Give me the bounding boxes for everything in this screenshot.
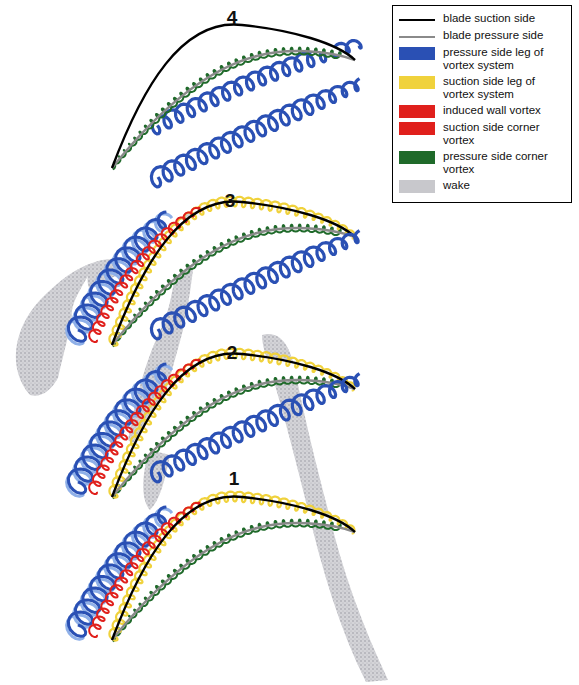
blade-group bbox=[67, 374, 360, 642]
legend-text: induced wall vortex bbox=[443, 104, 541, 117]
legend-swatch bbox=[399, 180, 435, 193]
legend-text: suction side leg of vortex system bbox=[443, 75, 567, 101]
callout-number: 1 bbox=[229, 469, 240, 488]
legend-row: blade pressure side bbox=[399, 29, 567, 43]
legend-swatch bbox=[399, 105, 435, 118]
legend-line-sample bbox=[399, 36, 435, 38]
callout-number: 4 bbox=[227, 8, 238, 27]
blade-group bbox=[67, 231, 360, 499]
legend-swatch bbox=[399, 151, 435, 164]
legend-swatch bbox=[399, 76, 435, 89]
legend-row: suction side leg of vortex system bbox=[399, 75, 567, 101]
legend-text: suction side corner vortex bbox=[443, 121, 567, 147]
legend-line-sample bbox=[399, 19, 435, 21]
legend-box: blade suction side blade pressure side pre… bbox=[392, 5, 572, 203]
legend-swatch bbox=[399, 122, 435, 135]
legend-sample bbox=[399, 13, 435, 26]
callout-number: 2 bbox=[227, 343, 238, 362]
legend-row: induced wall vortex bbox=[399, 104, 567, 118]
legend-text: blade suction side bbox=[443, 12, 535, 25]
blade-group bbox=[67, 79, 360, 347]
legend-text: wake bbox=[443, 179, 470, 192]
legend-row: blade suction side bbox=[399, 12, 567, 26]
legend-text: pressure side corner vortex bbox=[443, 150, 567, 176]
legend-text: blade pressure side bbox=[443, 29, 543, 42]
legend-row: wake bbox=[399, 179, 567, 193]
legend-row: pressure side leg of vortex system bbox=[399, 46, 567, 72]
legend-text: pressure side leg of vortex system bbox=[443, 46, 567, 72]
blade-group bbox=[112, 25, 361, 170]
legend-row: pressure side corner vortex bbox=[399, 150, 567, 176]
legend-sample bbox=[399, 30, 435, 43]
legend-swatch bbox=[399, 47, 435, 60]
wake-region bbox=[16, 210, 388, 682]
legend-row: suction side corner vortex bbox=[399, 121, 567, 147]
callout-number: 3 bbox=[225, 191, 236, 210]
